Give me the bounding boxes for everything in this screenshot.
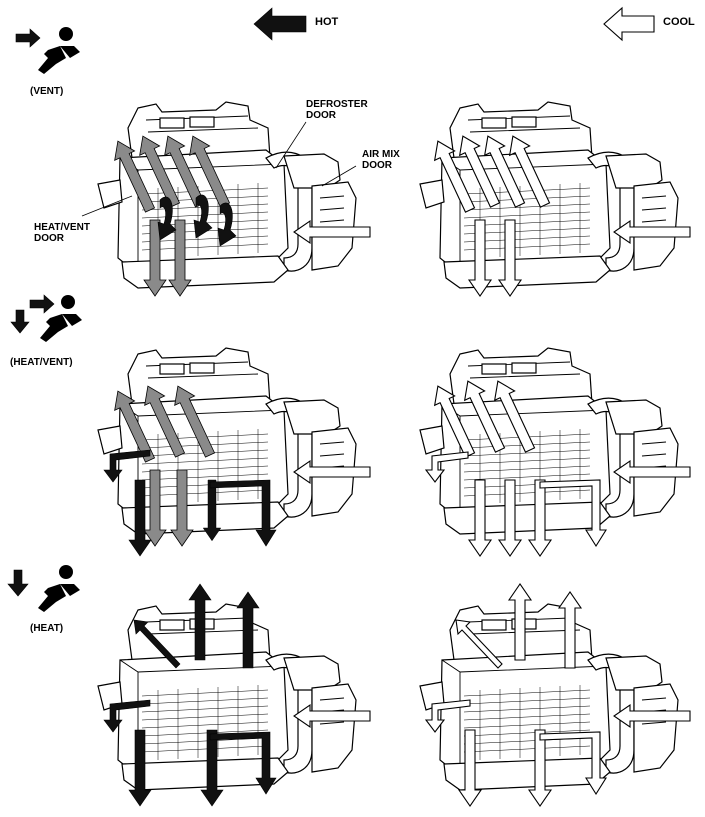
heat-vent-door-callout: HEAT/VENT DOOR — [34, 222, 90, 244]
heat-mode-icon — [7, 565, 80, 612]
heat-hot-defrost-arrows — [133, 583, 260, 669]
defroster-door-callout: DEFROSTER DOOR — [306, 99, 368, 121]
heat-vent-cool-airflow-arrows — [424, 375, 691, 557]
heat-vent-hot-floor-arrows — [103, 449, 277, 557]
air-mix-door-callout: AIR MIX DOOR — [362, 149, 400, 171]
heat-hot-floor-arrows — [103, 699, 277, 807]
cool-legend-label: COOL — [663, 16, 695, 28]
vent-mode-label: (VENT) — [30, 86, 64, 97]
heat-vent-mode-icon — [10, 294, 82, 342]
callout-leaders — [81, 121, 357, 217]
vent-hot-diagram — [97, 101, 357, 289]
cool-legend-arrow-icon — [603, 6, 655, 42]
heat-vent-mode-label: (HEAT/VENT) — [10, 357, 73, 368]
hot-legend-arrow-icon — [253, 7, 307, 41]
vent-hot-core-arrows — [157, 194, 237, 247]
hot-legend-label: HOT — [315, 16, 339, 28]
vent-mode-icon — [15, 27, 80, 74]
heat-cool-airflow-arrows — [424, 583, 691, 807]
heat-mode-label: (HEAT) — [30, 623, 64, 634]
